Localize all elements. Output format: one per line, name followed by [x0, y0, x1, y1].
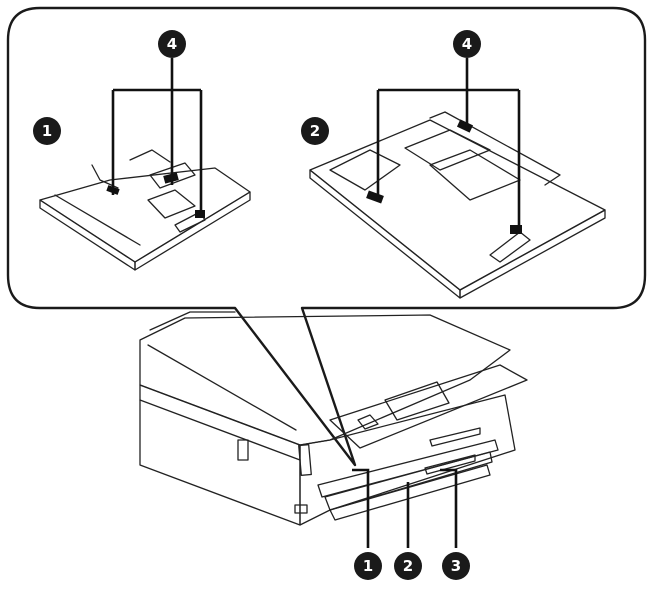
- callout-badge-detail-2-text: 2: [310, 122, 320, 140]
- guide-callout-lines-left: [111, 58, 203, 215]
- callout-badge-2: 2: [394, 552, 422, 580]
- callout-badge-2-text: 2: [403, 557, 413, 575]
- callout-badge-4-right: 4: [453, 30, 481, 58]
- paper-cassette-2-illustration: [309, 111, 606, 299]
- callout-badge-detail-2: 2: [301, 117, 329, 145]
- printer-illustration: [139, 311, 528, 526]
- guide-callout-lines-right: [376, 58, 521, 228]
- tray-leader-lines: [352, 468, 458, 548]
- callout-badge-4-right-text: 4: [462, 35, 472, 53]
- callout-badge-detail-1-text: 1: [42, 122, 52, 140]
- paper-cassette-1-illustration: [39, 149, 251, 271]
- callout-badge-detail-1: 1: [33, 117, 61, 145]
- callout-badge-4-left-text: 4: [167, 35, 177, 53]
- callout-badge-1-text: 1: [363, 557, 373, 575]
- callout-badge-1: 1: [354, 552, 382, 580]
- detail-callout-bubble: [6, 6, 647, 467]
- callout-badge-3: 3: [442, 552, 470, 580]
- callout-badge-4-left: 4: [158, 30, 186, 58]
- callout-badge-3-text: 3: [451, 557, 461, 575]
